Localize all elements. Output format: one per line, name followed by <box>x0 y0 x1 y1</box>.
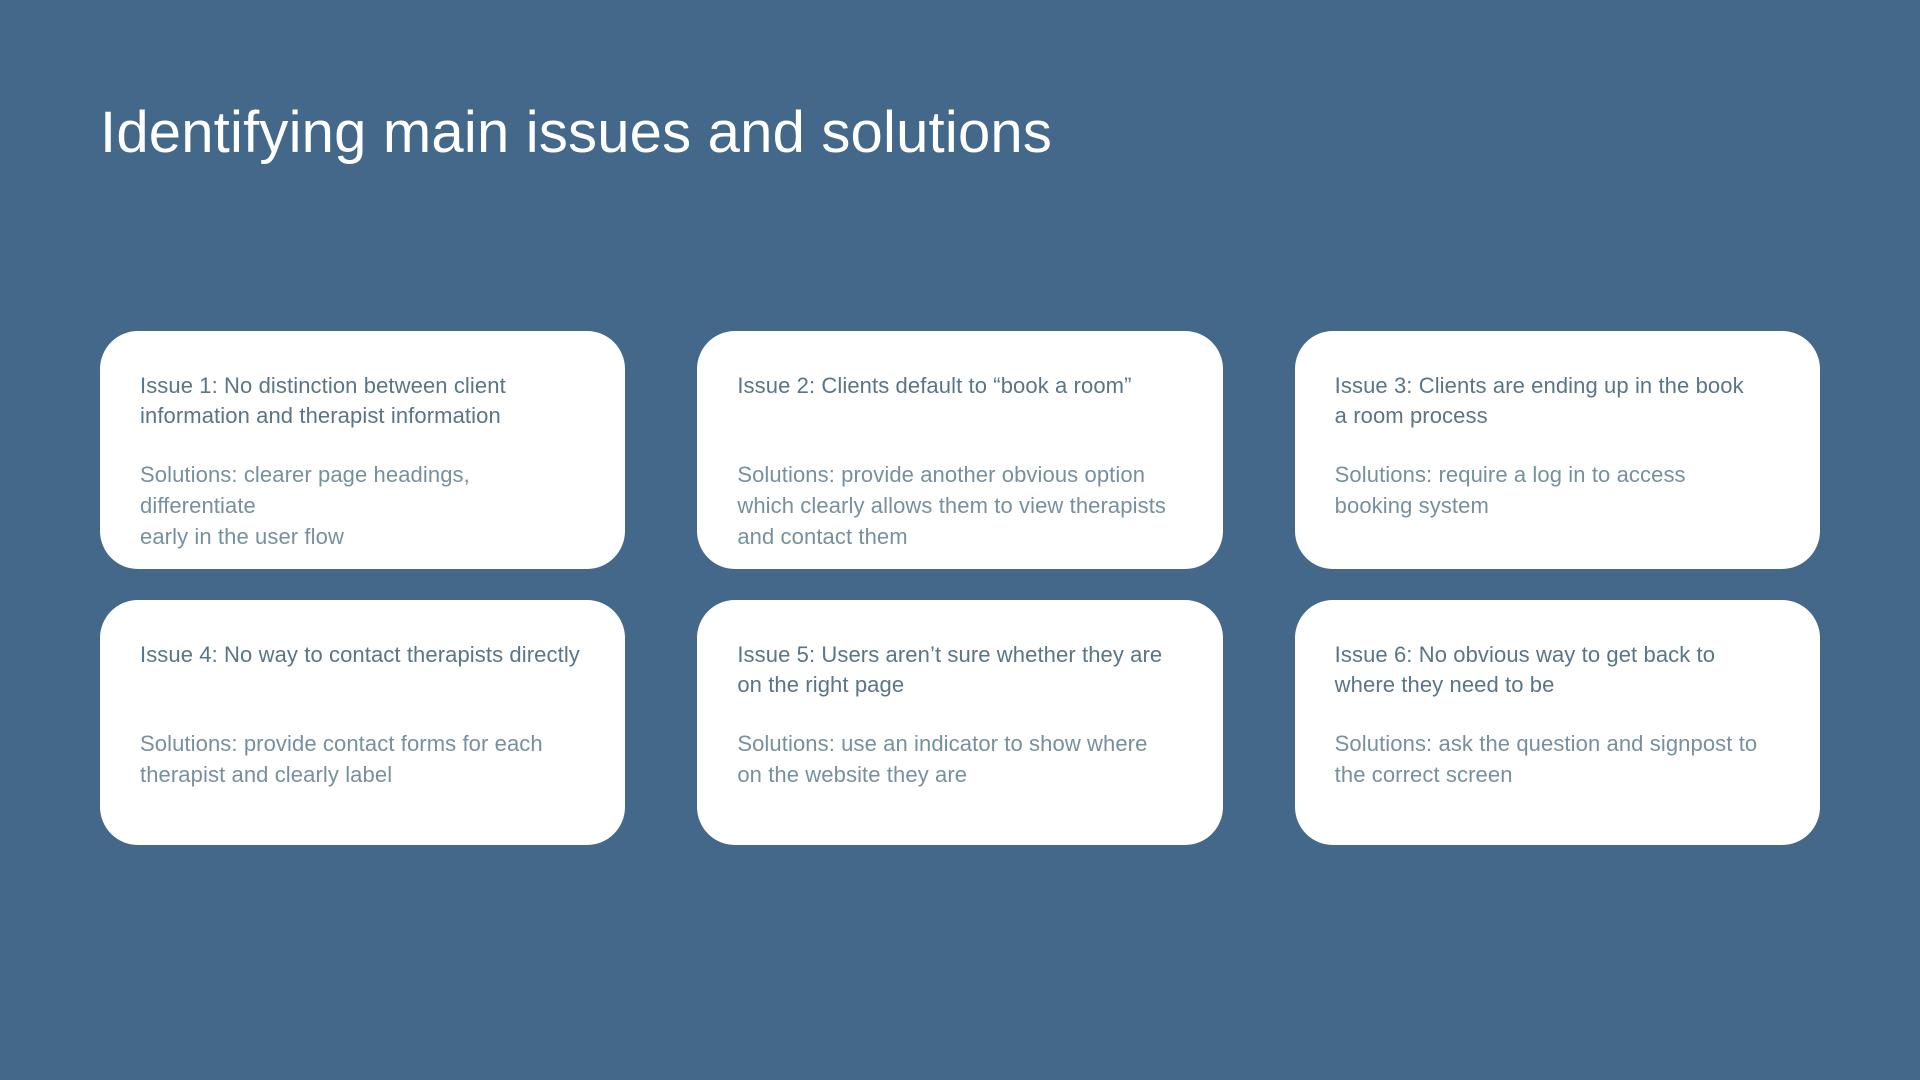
issue-card-2: Issue 2: Clients default to “book a room… <box>697 331 1223 569</box>
issue-title: Issue 5: Users aren’t sure whether they … <box>737 642 1163 698</box>
issue-card-3: Issue 3: Clients are ending up in the bo… <box>1294 331 1820 569</box>
solution-text: Solutions: provide contact forms for eac… <box>140 731 543 788</box>
issue-title: Issue 1: No distinction between client i… <box>140 373 506 429</box>
solution-text: Solutions: require a log in to access bo… <box>1334 462 1686 519</box>
issue-title: Issue 3: Clients are ending up in the bo… <box>1334 373 1744 429</box>
solution-text: Solutions: clearer page headings, differ… <box>140 462 470 550</box>
solution-text: Solutions: provide another obvious optio… <box>737 462 1167 550</box>
solution-text: Solutions: use an indicator to show wher… <box>737 731 1148 788</box>
issue-card-5: Issue 5: Users aren’t sure whether they … <box>697 600 1223 845</box>
slide-title: Identifying main issues and solutions <box>100 100 1053 165</box>
issue-title: Issue 2: Clients default to “book a room… <box>737 373 1132 398</box>
issue-title: Issue 6: No obvious way to get back to w… <box>1334 642 1716 698</box>
issue-card-1: Issue 1: No distinction between client i… <box>100 331 626 569</box>
solution-text: Solutions: ask the question and signpost… <box>1334 731 1758 788</box>
issue-title: Issue 4: No way to contact therapists di… <box>140 642 580 667</box>
issues-grid: Issue 1: No distinction between client i… <box>100 331 1820 845</box>
issue-card-4: Issue 4: No way to contact therapists di… <box>100 600 626 845</box>
issue-card-6: Issue 6: No obvious way to get back to w… <box>1294 600 1820 845</box>
